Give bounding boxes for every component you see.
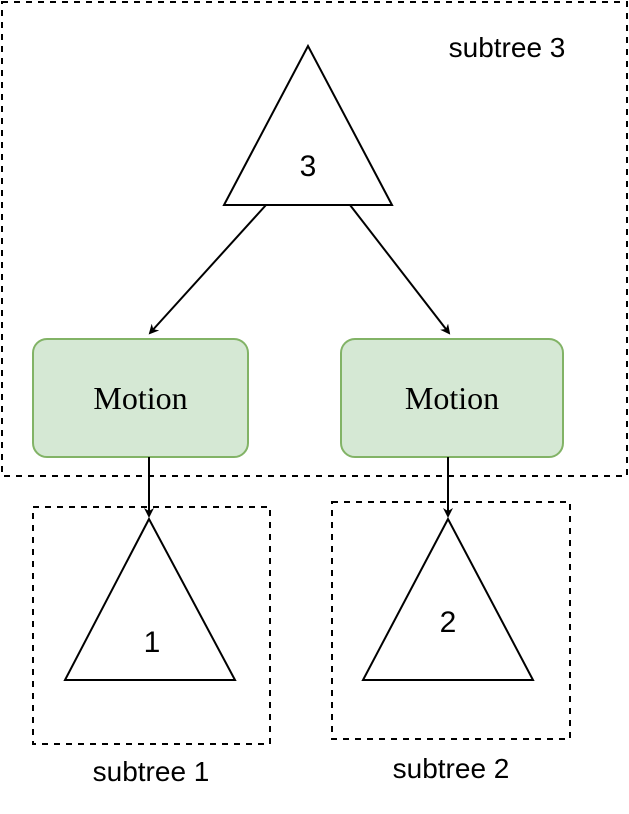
edge-3-to-motion-right xyxy=(349,204,451,335)
tree-1-label: 1 xyxy=(144,626,161,659)
subtree-1-box xyxy=(32,506,271,745)
tree-2-label: 2 xyxy=(440,606,457,639)
motion-box-left-label: Motion xyxy=(93,380,187,416)
tree-3-triangle xyxy=(222,43,394,206)
tree-2-triangle xyxy=(361,516,535,681)
motion-box-right-label: Motion xyxy=(405,380,499,416)
motion-box-right xyxy=(340,338,564,458)
tree-3-label: 3 xyxy=(300,150,317,183)
subtree-3-box xyxy=(1,1,628,477)
edge-3-to-motion-left xyxy=(148,204,267,335)
subtree-2-label: subtree 2 xyxy=(393,753,510,784)
motion-box-left xyxy=(32,338,249,458)
subtree-2-box xyxy=(331,501,571,740)
subtree-3-label: subtree 3 xyxy=(449,32,566,63)
subtree-1-label: subtree 1 xyxy=(93,756,210,787)
tree-1-triangle xyxy=(63,516,237,681)
